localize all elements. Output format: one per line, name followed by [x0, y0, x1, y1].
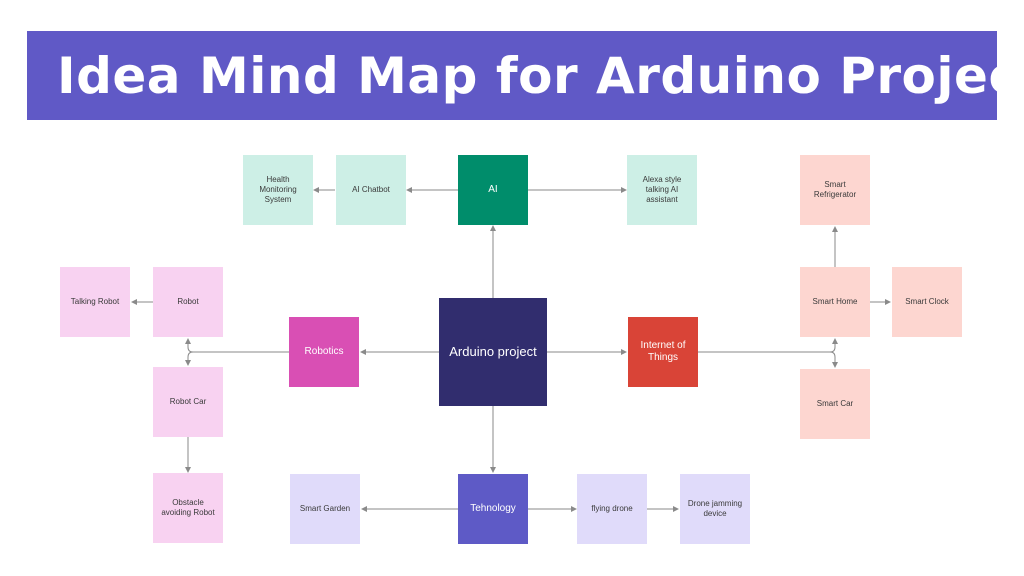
leaf-node-smart-refrigerator: Smart Refrigerator: [800, 155, 870, 225]
leaf-node-drone-jamming: Drone jamming device: [680, 474, 750, 544]
leaf-node-alexa-assistant: Alexa style talking AI assistant: [627, 155, 697, 225]
branch-node-ai: AI: [458, 155, 528, 225]
leaf-node-flying-drone: flying drone: [577, 474, 647, 544]
leaf-node-talking-robot: Talking Robot: [60, 267, 130, 337]
leaf-node-robot: Robot: [153, 267, 223, 337]
edge-robotics-robot: [185, 338, 289, 353]
edge-iot-smartcar: [829, 351, 838, 368]
leaf-label: Alexa style talking AI assistant: [642, 175, 682, 204]
hub-node-arduino-project: Arduino project: [439, 298, 547, 406]
leaf-node-obstacle-robot: Obstacle avoiding Robot: [153, 473, 223, 543]
branch-label-iot: Internet of Things: [640, 339, 686, 364]
hub-label: Arduino project: [449, 343, 537, 359]
leaf-label: Smart Car: [816, 399, 854, 408]
title-banner: Idea Mind Map for Arduino Project: [27, 31, 1024, 120]
edge-robotics-robotcar: [185, 351, 194, 366]
leaf-label: AI Chatbot: [352, 185, 390, 194]
leaf-label: Health Monitoring System: [259, 175, 297, 204]
leaf-label: flying drone: [591, 504, 633, 513]
leaf-node-health-monitoring: Health Monitoring System: [243, 155, 313, 225]
branch-node-robotics: Robotics: [289, 317, 359, 387]
branch-label-ai: AI: [488, 183, 498, 195]
leaf-label: Smart Refrigerator: [813, 180, 857, 199]
page-title: Idea Mind Map for Arduino Project: [57, 46, 1024, 105]
leaf-node-smart-clock: Smart Clock: [892, 267, 962, 337]
leaf-node-smart-garden: Smart Garden: [290, 474, 360, 544]
leaf-node-smart-home: Smart Home: [800, 267, 870, 337]
leaf-node-ai-chatbot: AI Chatbot: [336, 155, 406, 225]
leaf-label: Drone jamming device: [687, 499, 743, 518]
leaf-label: Obstacle avoiding Robot: [161, 498, 215, 517]
leaf-label: Smart Clock: [905, 297, 949, 306]
leaf-label: Robot: [177, 297, 199, 306]
branch-label-robotics: Robotics: [304, 345, 344, 357]
leaf-label: Smart Garden: [299, 504, 351, 513]
branch-node-iot: Internet of Things: [628, 317, 698, 387]
leaf-node-smart-car: Smart Car: [800, 369, 870, 439]
leaf-label: Smart Home: [812, 297, 858, 306]
leaf-label: Robot Car: [169, 397, 207, 406]
leaf-label: Talking Robot: [70, 297, 120, 306]
branch-label-technology: Tehnology: [470, 502, 516, 514]
branch-node-technology: Tehnology: [458, 474, 528, 544]
leaf-node-robot-car: Robot Car: [153, 367, 223, 437]
edge-iot-smarthome: [698, 338, 838, 353]
